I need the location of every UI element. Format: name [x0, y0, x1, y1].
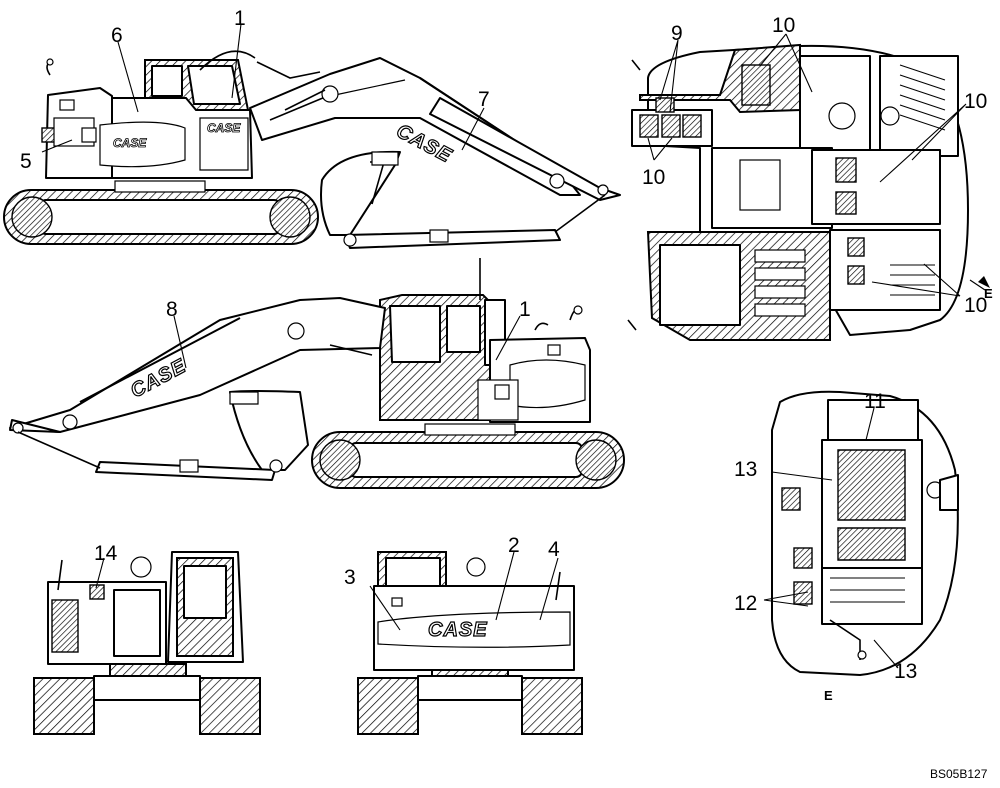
callout-labels: 1 6 5 7 8 1 9 10 10 10 10 11 13 12 13 14… — [20, 7, 987, 683]
top-plan-view: E — [627, 43, 993, 341]
leader-lines — [41, 23, 967, 669]
callout-10-top: 10 — [772, 14, 795, 37]
callout-5: 5 — [20, 150, 32, 173]
callout-10-bottom: 10 — [964, 294, 987, 317]
callout-1-mid: 1 — [519, 298, 531, 321]
callout-6: 6 — [111, 24, 123, 47]
figure-code: BS05B127 — [930, 767, 988, 781]
callout-11: 11 — [864, 390, 886, 413]
track-assembly-left — [3, 180, 319, 245]
case-logo-small: CASE — [113, 136, 147, 150]
boom-arm-right: CASE — [9, 297, 386, 481]
rear-view-right: CASE — [357, 551, 583, 735]
upper-structure-right — [379, 258, 591, 423]
callout-10-right: 10 — [964, 90, 987, 113]
callout-10-left: 10 — [642, 166, 665, 189]
callout-3: 3 — [344, 566, 356, 589]
callout-2: 2 — [508, 534, 520, 557]
side-view-left: CASE CASE CASE — [3, 50, 621, 249]
direction-marker-e-detail: E — [824, 688, 833, 703]
callout-13-left: 13 — [734, 458, 757, 481]
rear-view-left — [33, 551, 261, 735]
direction-marker-e-top: E — [984, 286, 993, 301]
callout-9: 9 — [671, 22, 683, 45]
detail-plan-view: E — [771, 390, 959, 703]
callout-4: 4 — [548, 538, 560, 561]
callout-7: 7 — [478, 88, 490, 111]
upper-structure-left: CASE CASE — [41, 58, 253, 179]
case-logo-rear: CASE — [428, 619, 488, 641]
callout-1-top: 1 — [234, 7, 246, 30]
callout-13-bottom: 13 — [894, 660, 917, 683]
callout-14: 14 — [94, 542, 118, 565]
track-assembly-right — [311, 423, 625, 489]
case-logo-cab: CASE — [207, 121, 241, 135]
callout-12: 12 — [734, 592, 757, 615]
side-view-right: CASE — [9, 258, 625, 489]
callout-8: 8 — [166, 298, 178, 321]
